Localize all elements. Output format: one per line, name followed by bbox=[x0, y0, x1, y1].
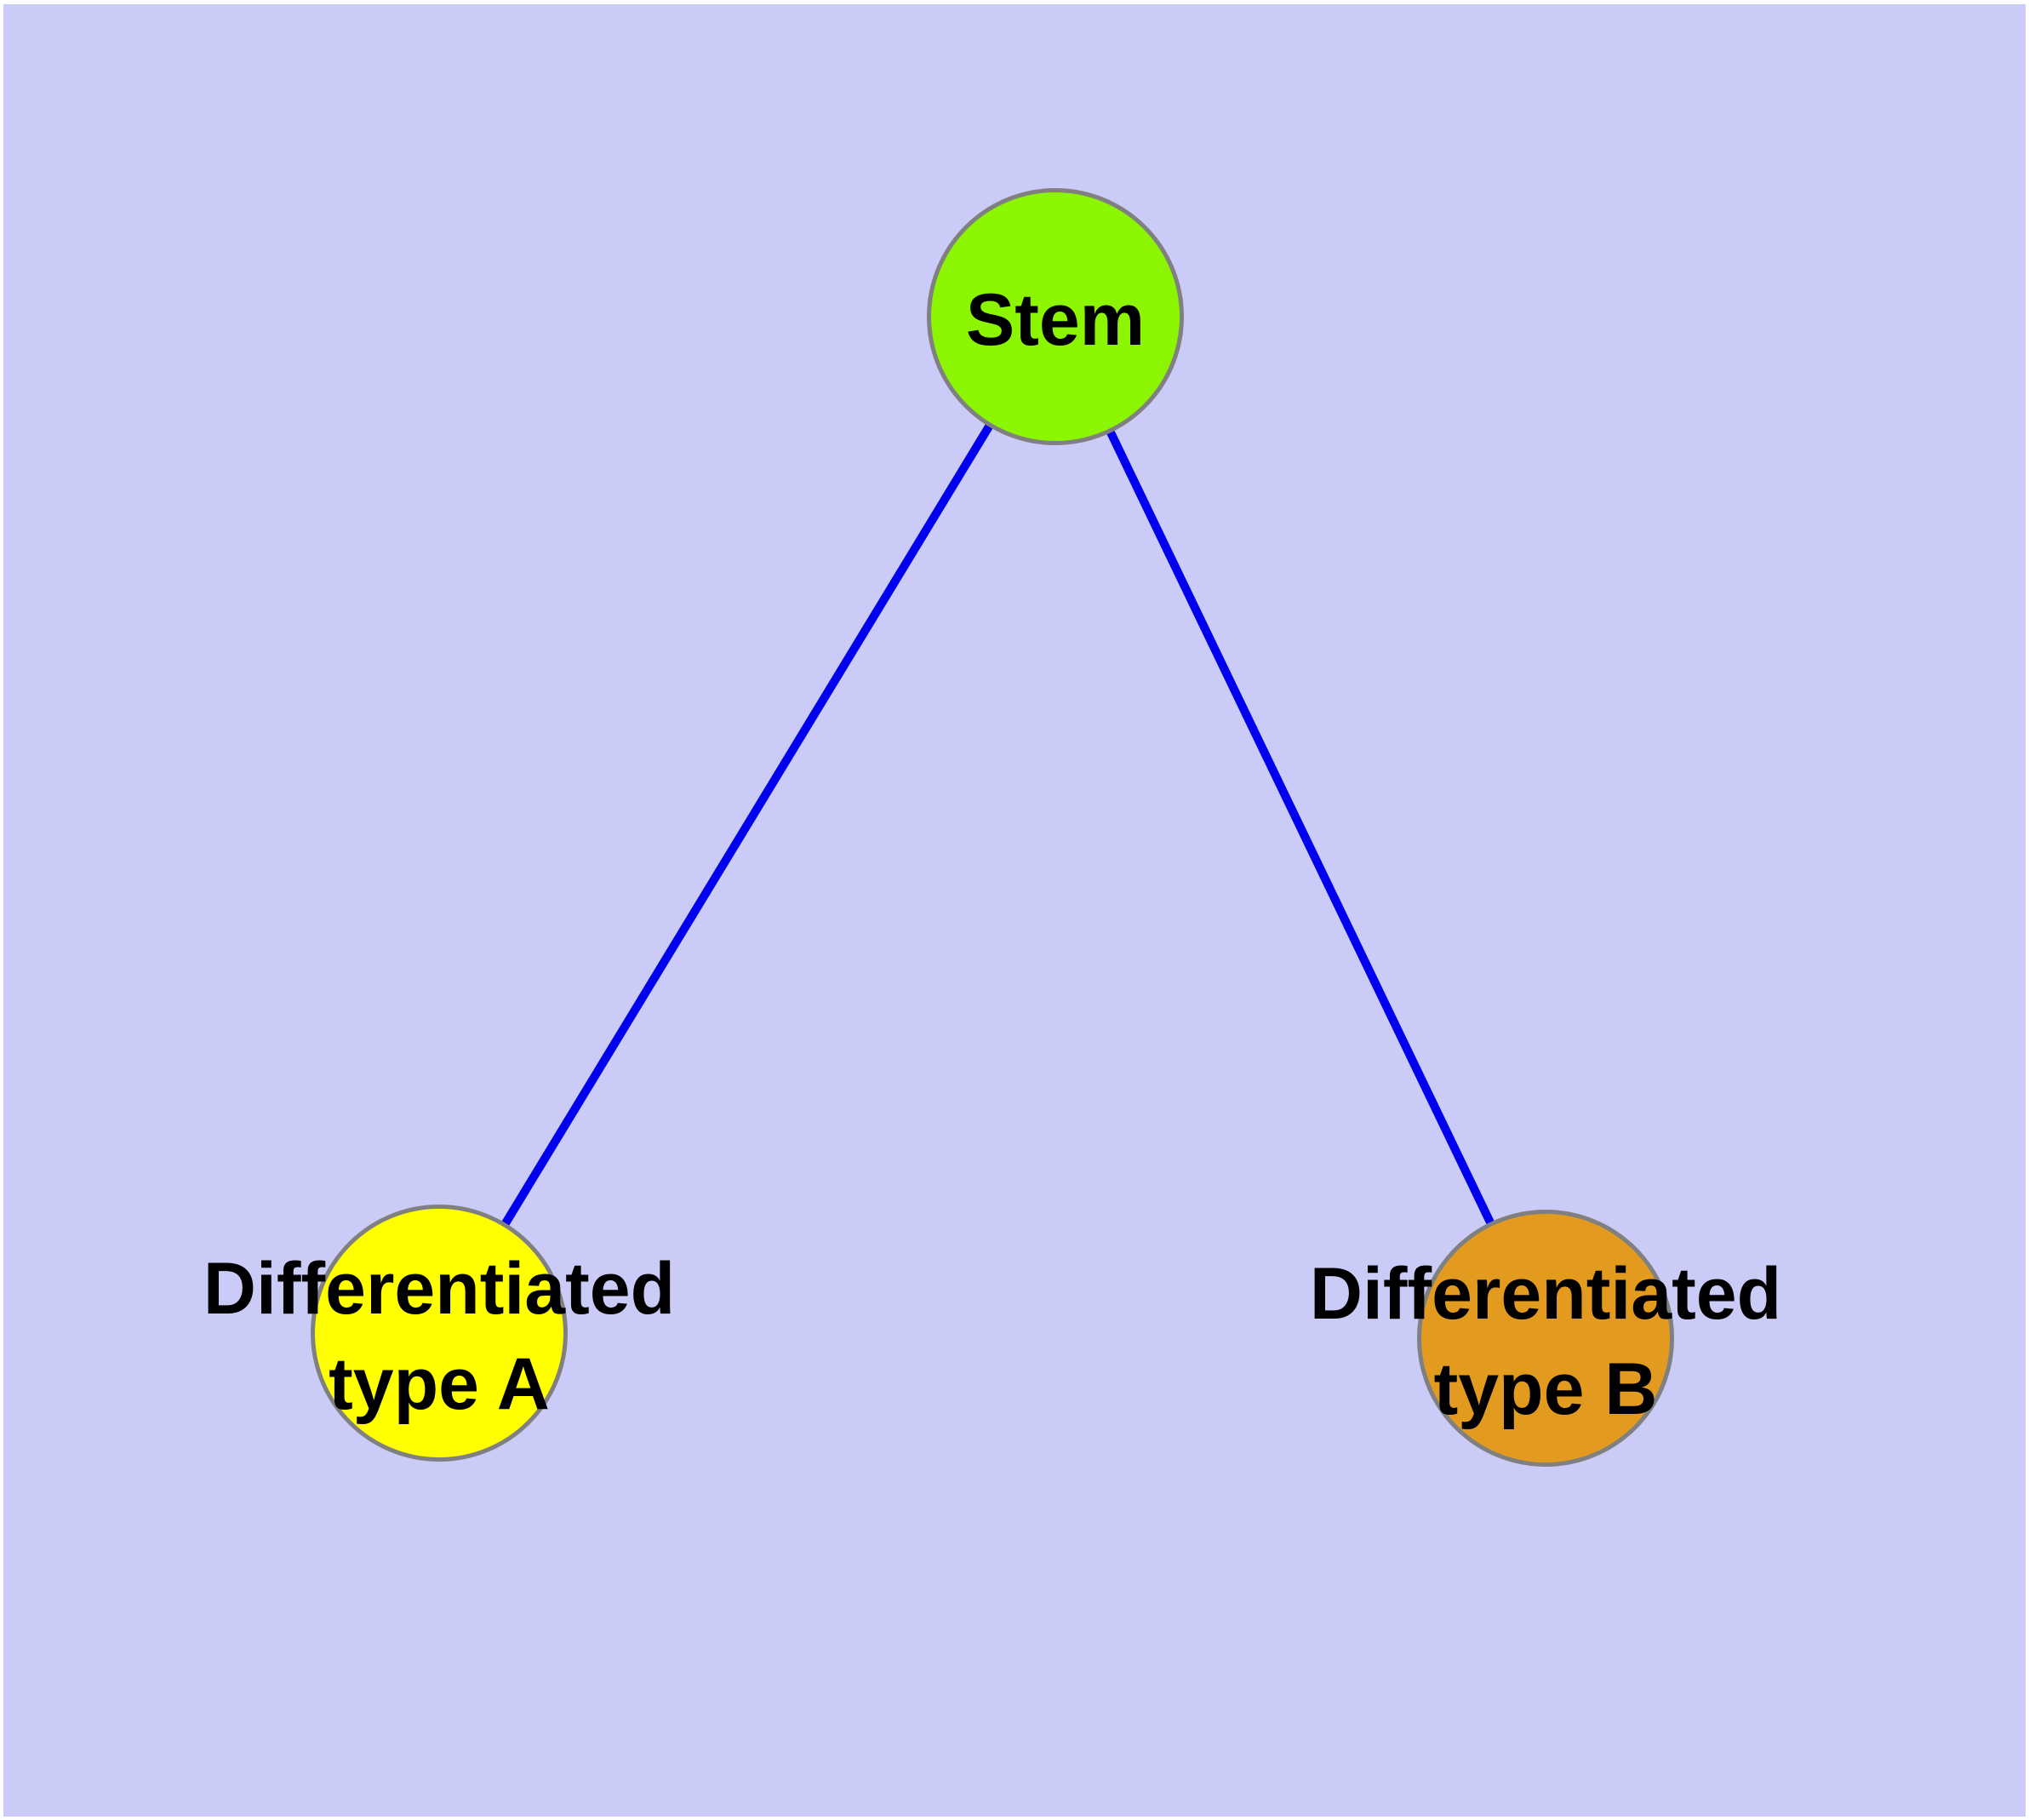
edge-stem-to-type-a bbox=[501, 424, 993, 1226]
node-label-differentiated-type-a: Differentiated type A bbox=[14, 1241, 865, 1432]
node-stem bbox=[927, 188, 1184, 445]
node-label-differentiated-type-b: Differentiated type B bbox=[1120, 1246, 1971, 1437]
node-label-type-b-line-2: type B bbox=[1433, 1348, 1658, 1430]
node-differentiated-type-b bbox=[1417, 1210, 1674, 1467]
edge-stem-to-type-b bbox=[1106, 430, 1495, 1225]
node-differentiated-type-a bbox=[311, 1205, 568, 1462]
node-label-stem-text: Stem bbox=[965, 279, 1146, 361]
node-label-stem: Stem bbox=[630, 272, 1481, 368]
node-label-type-b-line-1: Differentiated bbox=[1309, 1253, 1782, 1335]
node-label-type-a-line-1: Differentiated bbox=[203, 1248, 676, 1330]
node-label-type-a-line-2: type A bbox=[329, 1343, 550, 1425]
